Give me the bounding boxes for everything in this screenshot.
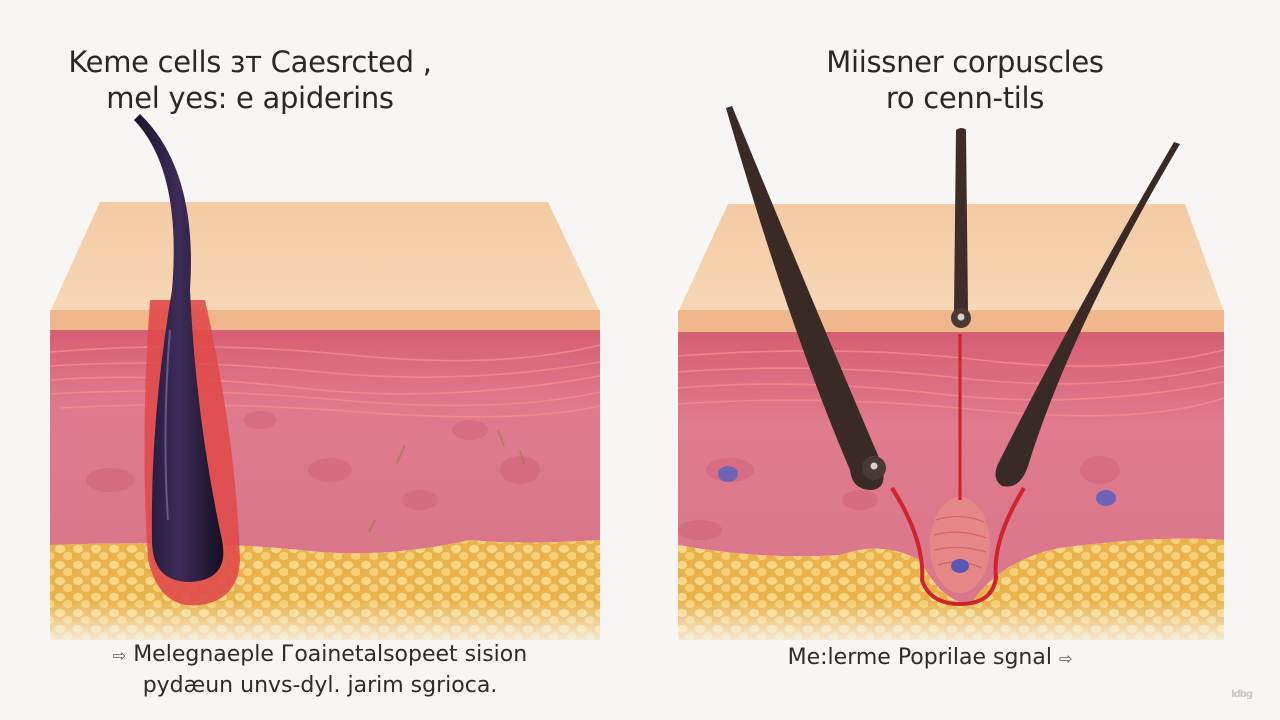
- right-title-line-2: ro cenn-tils: [885, 81, 1045, 115]
- right-skin-illustration: [670, 106, 1230, 650]
- left-skin-illustration: [40, 114, 610, 650]
- hair-shaft: [134, 114, 224, 582]
- meissner-corpuscle: [930, 497, 990, 593]
- right-panel: Miissner corpuscles ro cenn-tils Me:lerm…: [640, 0, 1280, 720]
- epidermis-surface: [50, 202, 600, 312]
- left-title-line-1: Keme cells зт Caesrcted ,: [68, 45, 432, 79]
- arrow-right-icon: ⇨: [112, 646, 127, 665]
- right-title-line-1: Miissner corpuscles: [826, 45, 1104, 79]
- left-panel: Keme cells зт Caesrcted , mel yes: e api…: [40, 44, 610, 701]
- arrow-right-icon: ⇨: [1058, 649, 1073, 668]
- hair-right: [995, 142, 1180, 487]
- hair-center: [954, 128, 968, 326]
- nerve-loop: [890, 486, 1026, 607]
- watermark: ldbg: [1231, 689, 1253, 700]
- left-title-line-2: mel yes: e apiderins: [106, 81, 394, 115]
- right-caption-line-1: Me:lerme Poprilae sgnal: [787, 645, 1052, 670]
- left-caption: ⇨ Melegnaeple Гoainetalsopeet sision pyd…: [80, 640, 560, 701]
- corpuscle-nucleus: [951, 559, 969, 573]
- right-caption: Me:lerme Poprilae sgnal ⇨: [760, 643, 1100, 674]
- hair-left: [726, 106, 884, 490]
- right-title: Miissner corpuscles ro cenn-tils: [770, 44, 1160, 116]
- left-caption-line-2: pydæun unvs-dyl. jarim sgrioca.: [142, 673, 498, 698]
- epidermis-surface: [678, 204, 1224, 312]
- left-caption-line-1: Melegnaeple Гoainetalsopeet sision: [133, 642, 528, 667]
- left-title: Keme cells зт Caesrcted , mel yes: e api…: [60, 44, 440, 116]
